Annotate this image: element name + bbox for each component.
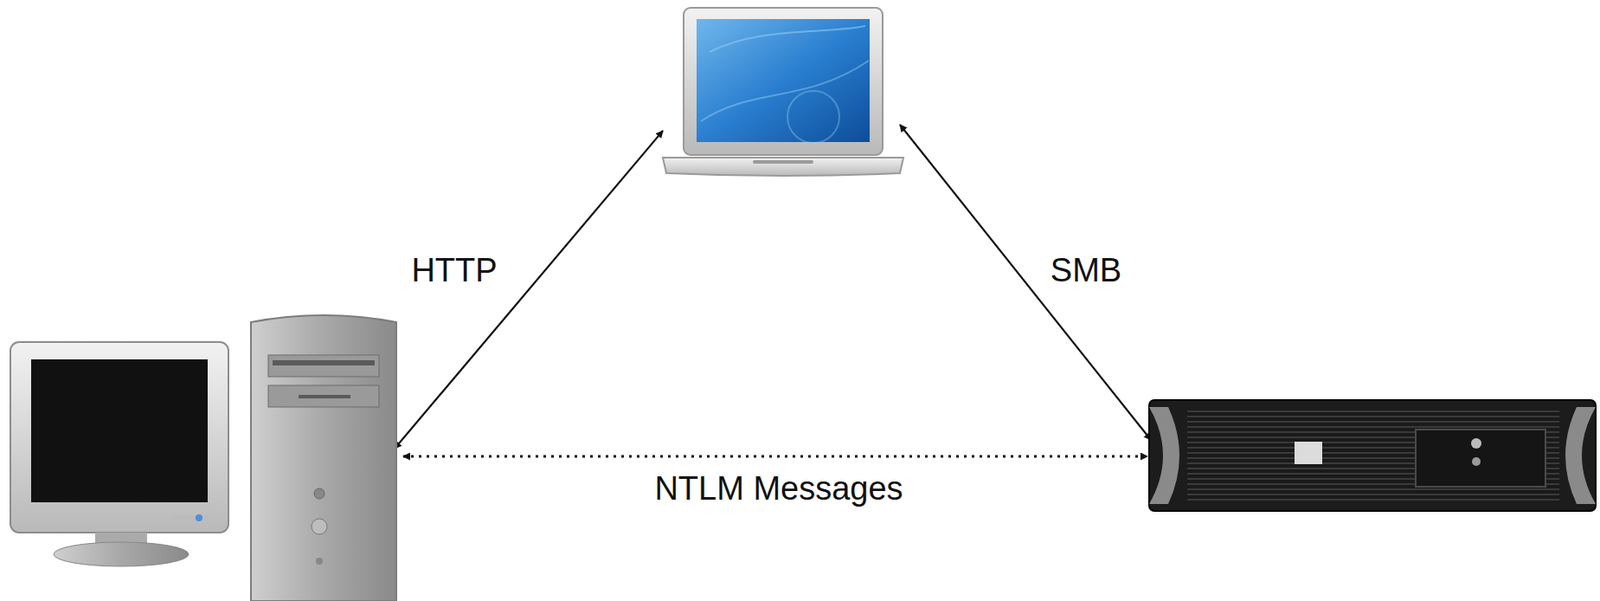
connector-lines	[394, 124, 1151, 457]
desktop-monitor-icon	[10, 341, 229, 566]
http-line	[394, 130, 663, 449]
protocol-label: HTTP	[407, 252, 501, 290]
desktop-tower-icon	[250, 314, 397, 601]
protocol-label: SMB	[1047, 252, 1125, 290]
laptop-icon	[662, 7, 904, 176]
ntlm-line	[403, 455, 1148, 458]
rack-server-icon	[1149, 399, 1596, 511]
smb-line	[899, 124, 1151, 440]
protocol-label: NTLM Messages	[650, 470, 907, 508]
